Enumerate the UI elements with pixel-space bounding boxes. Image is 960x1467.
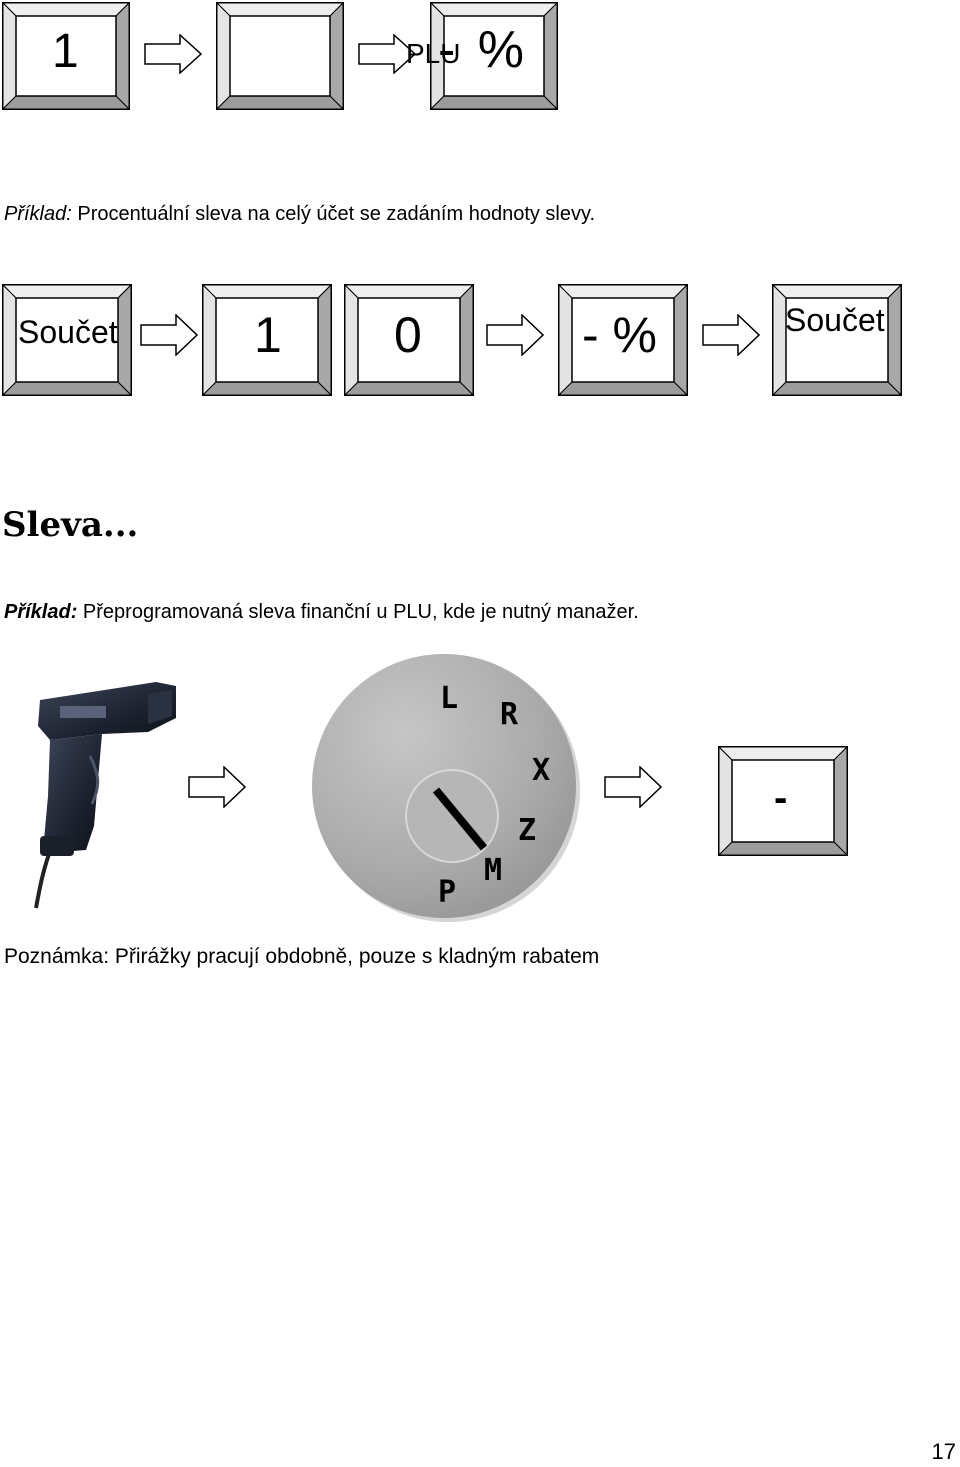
key-switch-dial-icon [312, 654, 580, 922]
dial-letter-p: P [438, 875, 457, 910]
key-blank [216, 2, 344, 110]
key-label-soucet-2: Součet [785, 302, 885, 338]
example-1-line: Příklad: Procentuální sleva na celý účet… [4, 204, 595, 224]
arrow-right-icon [486, 314, 544, 356]
key-label: - [774, 776, 788, 820]
arrow-right-icon [144, 34, 202, 74]
key-soucet [2, 284, 132, 396]
key-label-minus-percent: - % [438, 21, 528, 79]
note-text: Poznámka: Přirážky pracují obdobně, pouz… [4, 945, 600, 968]
key-soucet-2 [772, 284, 902, 396]
dial-letter-r: R [500, 697, 519, 732]
key-minus-percent: - % [558, 284, 688, 396]
key-label: 0 [394, 307, 422, 363]
key-1: 1 [2, 2, 130, 110]
key-minus: - [718, 746, 848, 856]
arrow-right-icon [188, 766, 246, 808]
dial-letter-x: X [532, 753, 551, 788]
key-label-soucet: Součet [18, 314, 118, 350]
key-label: - % [582, 307, 657, 363]
section-heading: Sleva... [2, 505, 139, 545]
arrow-right-icon [702, 314, 760, 356]
key-label-plu: PLU [406, 38, 461, 69]
barcode-scanner-icon [34, 682, 176, 909]
page-number: 17 [931, 1439, 956, 1464]
arrow-right-icon [604, 766, 662, 808]
example-1-prefix: Příklad: [4, 203, 72, 225]
key-label: 1 [52, 25, 79, 78]
dial-letter-m: M [484, 853, 503, 888]
key-plu-minus-percent [430, 2, 558, 110]
example-1-text: Procentuální sleva na celý účet se zadán… [71, 203, 596, 225]
key-1: 1 [202, 284, 332, 396]
arrow-right-icon [140, 314, 198, 356]
example-2-text: Přeprogramovaná sleva finanční u PLU, kd… [77, 601, 639, 623]
example-2-line: Příklad: Přeprogramovaná sleva finanční … [4, 602, 639, 622]
key-label: 1 [254, 307, 282, 363]
key-0: 0 [344, 284, 474, 396]
arrow-right-icon [358, 34, 416, 74]
dial-letter-z: Z [518, 813, 537, 848]
example-2-prefix: Příklad: [4, 601, 78, 623]
dial-letter-l: L [440, 681, 459, 716]
